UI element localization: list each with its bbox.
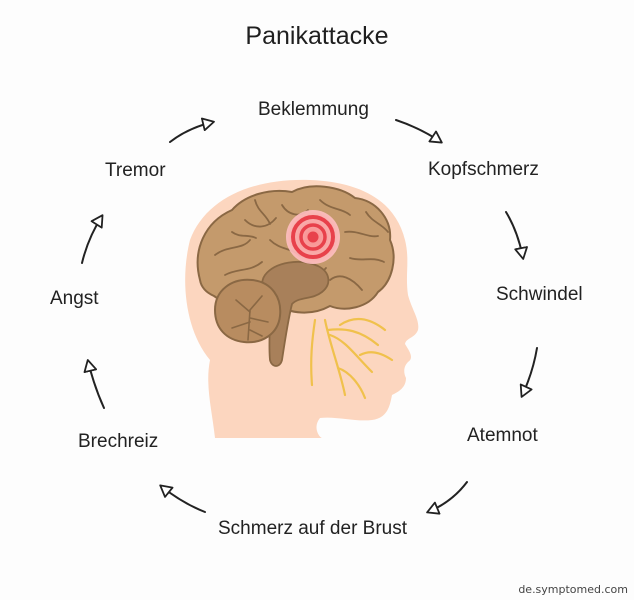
watermark: de.symptomed.com <box>518 583 628 596</box>
symptom-label-atemnot: Atemnot <box>467 425 538 447</box>
symptom-label-angst: Angst <box>50 288 99 310</box>
symptom-label-schmerz-auf-der-brust: Schmerz auf der Brust <box>218 518 407 540</box>
symptom-label-beklemmung: Beklemmung <box>258 99 369 121</box>
symptom-label-schwindel: Schwindel <box>496 284 583 306</box>
arrow-icon <box>522 348 537 396</box>
arrow-icon <box>82 216 102 263</box>
symptom-label-tremor: Tremor <box>105 160 166 182</box>
arrow-icon <box>161 486 205 512</box>
arrow-icon <box>170 122 213 142</box>
symptom-label-kopfschmerz: Kopfschmerz <box>428 159 539 181</box>
arrow-icon <box>88 361 104 408</box>
arrow-icon <box>396 120 441 142</box>
arrow-icon <box>506 212 523 258</box>
pain-point-icon <box>286 210 340 264</box>
symptom-label-brechreiz: Brechreiz <box>78 431 158 453</box>
cerebellum-icon <box>215 280 280 342</box>
arrow-icon <box>428 482 467 512</box>
